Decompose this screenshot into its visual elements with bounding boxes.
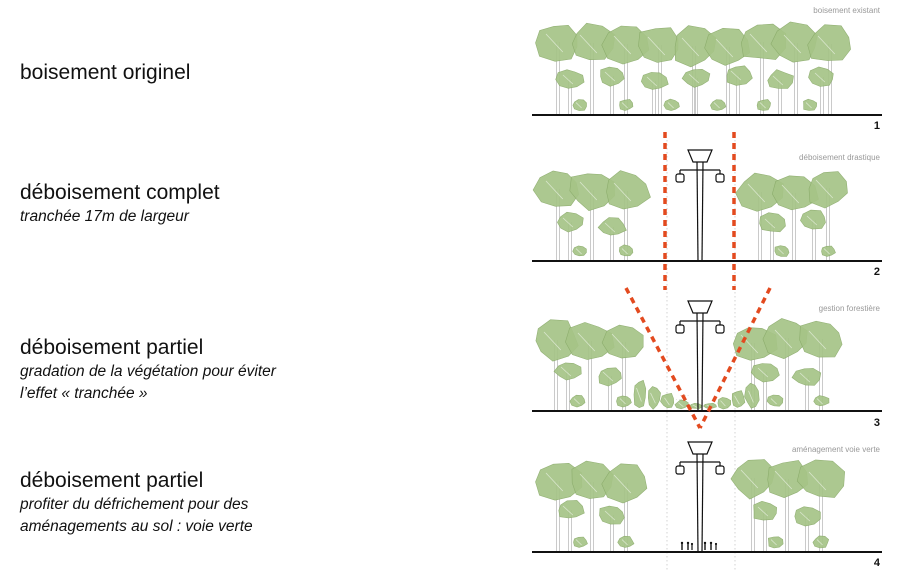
clearance-left-diagonal <box>624 287 702 429</box>
pylon-icon-2 <box>675 149 725 262</box>
ground-lines <box>532 114 882 553</box>
tree-groups <box>532 21 851 552</box>
panel-2-caption: déboisement drastique <box>799 153 880 162</box>
pedestrians-cyclists-icon <box>680 541 718 550</box>
tree-group-stage-3 <box>535 318 843 411</box>
panel-3-caption: gestion forestière <box>819 304 881 313</box>
corridor-mark-1: · · · · <box>680 393 689 398</box>
stage-1-title: boisement originel <box>20 61 191 84</box>
panel-4-number: 4 <box>874 557 881 569</box>
panel-3-number: 3 <box>874 417 880 429</box>
stage-4-title: déboisement partiel <box>20 469 204 492</box>
tree-group-stage-4 <box>535 459 846 552</box>
stage-2-label: déboisement complet tranchée 17m de larg… <box>20 180 220 228</box>
panel-4-caption: aménagement voie verte <box>792 445 881 454</box>
tree-group-stage-2 <box>532 170 848 261</box>
clearance-right-diagonal <box>698 287 772 429</box>
stage-2-title: déboisement complet <box>20 181 220 204</box>
stage-3-label: déboisement partiel gradation de la végé… <box>20 335 276 405</box>
pylon-icon-3 <box>675 300 725 412</box>
panel-2-number: 2 <box>874 266 880 278</box>
stage-3-subtitle-line-2: l’effet « tranchée » <box>20 385 148 402</box>
stage-3-subtitle-line-1: gradation de la végétation pour éviter <box>20 363 276 380</box>
stage-1-label: boisement originel <box>20 60 190 86</box>
pylon-icon-4 <box>675 441 725 553</box>
stage-2-subtitle: tranchée 17m de largeur <box>20 208 189 225</box>
stage-4-subtitle-line-2: aménagements au sol : voie verte <box>20 518 253 535</box>
tree-group-stage-1 <box>535 21 851 115</box>
stage-4-label: déboisement partiel profiter du défriche… <box>20 468 253 538</box>
stage-4-subtitle-line-1: profiter du défrichement pour des <box>20 496 249 513</box>
corridor-mark-2: · · · · · <box>676 397 687 402</box>
panel-1-caption: boisement existant <box>813 6 880 15</box>
panel-1-number: 1 <box>874 120 880 132</box>
clearance-limit-lines <box>624 132 772 429</box>
pylons <box>675 149 725 553</box>
stage-3-title: déboisement partiel <box>20 336 204 359</box>
corridor-guide-lines <box>666 140 736 572</box>
